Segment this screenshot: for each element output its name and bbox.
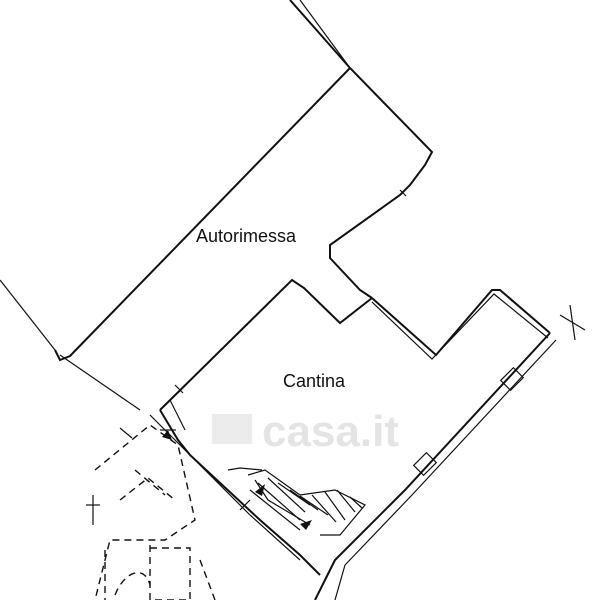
room-label-cantina: Cantina	[283, 371, 346, 391]
watermark: casa.it	[212, 407, 399, 456]
lower-level-dashed	[86, 424, 216, 600]
cellar-walls	[119, 278, 557, 600]
watermark-logo-mark	[212, 414, 252, 444]
window-marks	[412, 304, 586, 477]
room-label-autorimessa: Autorimessa	[196, 226, 297, 246]
garage-walls	[0, 0, 434, 411]
watermark-text: casa.it	[262, 407, 399, 456]
staircase	[227, 467, 366, 536]
